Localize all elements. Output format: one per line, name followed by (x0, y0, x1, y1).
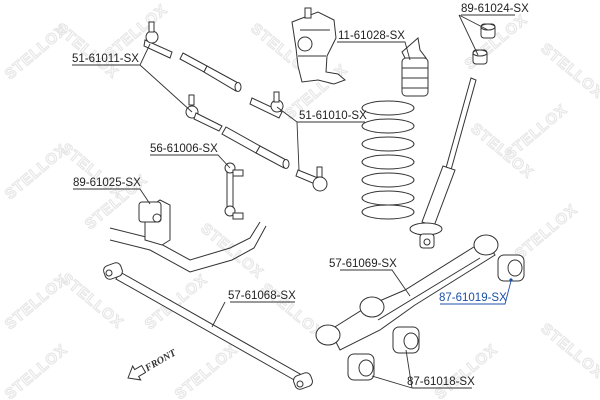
part-label-87-61018-sx[interactable]: 87-61018-SX (407, 376, 475, 388)
stabilizer-bar (109, 199, 267, 273)
shock-absorber (409, 77, 477, 249)
watermark-text: STELLOX (512, 201, 581, 263)
watermark-text: STELLOX (537, 320, 600, 382)
watermark-text: STELLOX (197, 220, 266, 282)
tie-rod-assembly (143, 21, 328, 192)
shock-bushings (472, 23, 496, 65)
watermark-text: STELLOX (432, 341, 501, 400)
front-arrow: FRONT (127, 347, 179, 381)
watermark-text: STELLOX (537, 40, 600, 102)
watermark-text: STELLOX (172, 341, 241, 400)
watermark-text: STELLOX (2, 341, 71, 400)
front-label: FRONT (142, 347, 178, 374)
stabilizer-link (224, 162, 244, 220)
lower-control-rod (103, 262, 313, 390)
leader-lines (72, 14, 515, 389)
part-label-51-61010-sx[interactable]: 51-61010-SX (299, 110, 367, 122)
part-label-57-61068-sx[interactable]: 57-61068-SX (228, 290, 296, 302)
part-label-89-61024-sx[interactable]: 89-61024-SX (461, 3, 529, 15)
part-label-57-61069-sx[interactable]: 57-61069-SX (329, 258, 397, 270)
part-label-87-61019-sx[interactable]: 87-61019-SX (439, 292, 507, 304)
part-label-89-61025-sx[interactable]: 89-61025-SX (73, 177, 141, 189)
part-label-51-61011-sx[interactable]: 51-61011-SX (72, 53, 139, 65)
trailing-arm (315, 234, 499, 351)
coil-spring (361, 100, 415, 220)
part-label-11-61028-sx[interactable]: 11-61028-SX (338, 30, 405, 42)
bump-stop (401, 37, 429, 97)
part-label-56-61006-sx[interactable]: 56-61006-SX (150, 143, 218, 155)
steering-gear-box (291, 7, 346, 85)
